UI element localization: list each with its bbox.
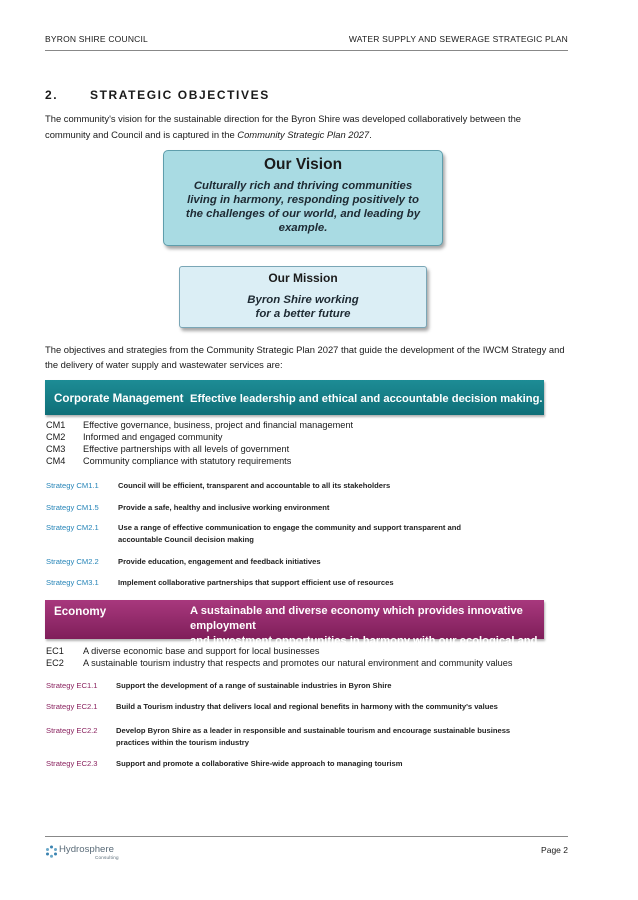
strategy-text: Build a Tourism industry that delivers l…	[116, 702, 498, 711]
corporate-management-banner: Corporate Management Effective leadershi…	[45, 380, 544, 415]
strategy-text: Develop Byron Shire as a leader in respo…	[116, 726, 511, 747]
vision-line: the challenges of our world, and leading…	[185, 208, 421, 220]
strategy-code: Strategy CM1.1	[46, 481, 99, 490]
strategy-text: Support the development of a range of su…	[116, 681, 392, 690]
vision-line: Culturally rich and thriving communities	[193, 180, 413, 192]
vision-statement: Culturally rich and thriving communities…	[164, 179, 442, 235]
strategy-text: Provide education, engagement and feedba…	[118, 557, 321, 566]
hydrosphere-logo: Hydrosphere Consulting	[45, 844, 155, 866]
mission-box: Our Mission Byron Shire working for a be…	[179, 266, 427, 328]
list-item: CM2 Informed and engaged community	[46, 431, 353, 443]
logo-name: Hydrosphere	[59, 844, 114, 855]
objective-code: CM2	[46, 432, 66, 442]
vision-box: Our Vision Culturally rich and thriving …	[163, 150, 443, 246]
economy-description-line: A sustainable and diverse economy which …	[190, 605, 523, 632]
objective-code: CM1	[46, 420, 66, 430]
economy-description-line: and investment opportunities in harmony …	[190, 635, 538, 662]
header-divider	[45, 50, 568, 51]
economy-banner: Economy A sustainable and diverse econom…	[45, 600, 544, 662]
objective-code: EC1	[46, 646, 64, 656]
list-item: CM4 Community compliance with statutory r…	[46, 455, 353, 467]
objective-code: CM3	[46, 444, 66, 454]
header-document-title: WATER SUPPLY AND SEWERAGE STRATEGIC PLAN	[348, 34, 568, 44]
economy-objectives-list: EC1 A diverse economic base and support f…	[46, 645, 512, 669]
intro-paragraph: The community's vision for the sustainab…	[45, 111, 565, 143]
strategy-code: Strategy CM2.1	[46, 523, 99, 532]
vision-line: living in harmony, responding positively…	[187, 194, 419, 206]
strategy-code: Strategy EC1.1	[46, 681, 98, 690]
strategy-text: Use a range of effective communication t…	[118, 523, 462, 544]
strategy-code: Strategy CM1.5	[46, 503, 99, 512]
list-item: CM1 Effective governance, business, proje…	[46, 419, 353, 431]
list-item: CM3 Effective partnerships with all level…	[46, 443, 353, 455]
strategy-code: Strategy EC2.3	[46, 759, 98, 768]
strategy-code: Strategy CM2.2	[46, 557, 99, 566]
vision-title: Our Vision	[263, 156, 343, 173]
mission-statement: Byron Shire working for a better future	[180, 293, 426, 321]
mission-line: for a better future	[255, 308, 351, 320]
objective-text: A sustainable tourism industry that resp…	[83, 658, 513, 668]
objective-text: Effective governance, business, project …	[83, 420, 354, 430]
page-header: BYRON SHIRE COUNCIL WATER SUPPLY AND SEW…	[45, 34, 568, 48]
strategy-text: Implement collaborative partnerships tha…	[118, 578, 394, 587]
objective-text: Informed and engaged community	[83, 432, 223, 442]
list-item: EC1 A diverse economic base and support f…	[46, 645, 512, 657]
corporate-management-name: Corporate Management	[54, 392, 184, 405]
intro-text: The community's vision for the sustainab…	[45, 113, 522, 140]
corporate-management-description: Effective leadership and ethical and acc…	[190, 393, 543, 405]
objective-code: CM4	[46, 456, 66, 466]
corporate-objectives-list: CM1 Effective governance, business, proje…	[46, 419, 353, 467]
objective-text: Community compliance with statutory requ…	[83, 456, 292, 466]
section-heading: 2. STRATEGIC OBJECTIVES	[45, 88, 270, 102]
economy-description: A sustainable and diverse economy which …	[190, 604, 544, 664]
page-number: Page 2	[541, 845, 568, 855]
section-number: 2.	[45, 88, 59, 102]
hydrosphere-logo-icon	[46, 845, 57, 858]
objectives-intro-paragraph: The objectives and strategies from the C…	[45, 344, 565, 370]
footer-divider	[45, 836, 568, 837]
section-title: STRATEGIC OBJECTIVES	[90, 88, 270, 102]
strategy-text: Council will be efficient, transparent a…	[118, 481, 391, 490]
header-organisation: BYRON SHIRE COUNCIL	[45, 34, 148, 44]
objective-text: A diverse economic base and support for …	[83, 646, 320, 656]
list-item: EC2 A sustainable tourism industry that r…	[46, 657, 512, 669]
strategy-code: Strategy EC2.2	[46, 726, 98, 735]
objective-code: EC2	[46, 658, 64, 668]
intro-plan-name: Community Strategic Plan 2027	[237, 129, 370, 140]
logo-subtitle: Consulting	[95, 855, 119, 860]
intro-end: .	[369, 129, 372, 140]
strategy-code: Strategy EC2.1	[46, 702, 98, 711]
strategy-text: Support and promote a collaborative Shir…	[116, 759, 403, 768]
economy-name: Economy	[54, 605, 107, 618]
mission-line: Byron Shire working	[247, 294, 359, 306]
strategy-text: Provide a safe, healthy and inclusive wo…	[118, 503, 330, 512]
vision-line: example.	[278, 222, 328, 234]
strategy-code: Strategy CM3.1	[46, 578, 99, 587]
objective-text: Effective partnerships with all levels o…	[83, 444, 290, 454]
mission-title: Our Mission	[268, 271, 338, 285]
